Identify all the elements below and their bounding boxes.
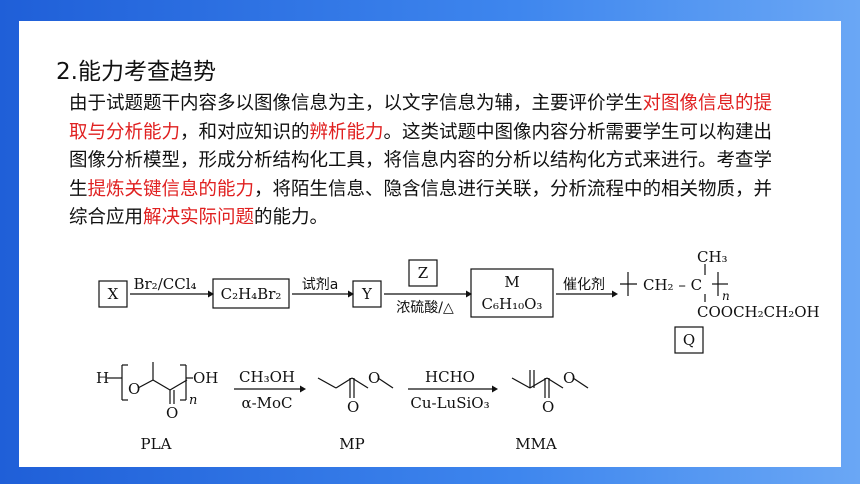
label-mp: MP [339,435,364,453]
label-z: Z [418,264,428,282]
box-q [674,326,704,354]
box-x [98,280,128,308]
label-m-formula: C₆H₁₀O₃ [482,295,543,313]
para-text-5: 的能力。 [254,207,329,228]
para-text-3: 。这类试题中图像内容分析需要学生可以构建出图像分析模型，形成分析结构化工具，将信… [69,121,773,200]
box-m [470,268,554,318]
mp-carbonyl-o: O [347,398,359,416]
mp-ester-o: O [368,369,380,387]
step1-reagent: CH₃OH [239,368,295,386]
mma-ester-o: O [563,369,575,387]
highlight-discrimination: 辨析能力 [309,121,384,143]
section-title: 2.能力考查趋势 [56,59,216,85]
pla-oh: OH [193,369,218,387]
label-y: Y [361,285,373,303]
condition-h2so4: 浓硫酸/△ [396,300,454,316]
para-text-4: ，将陌生信息、隐含信息进行关联，分析流程中的相关物质，并综合应用 [69,178,773,229]
catalyst-label: 催化剂 [563,277,605,293]
highlight-image-analysis: 对图像信息的提取与分析能力 [69,93,773,143]
label-c2h4br2: C₂H₄Br₂ [221,285,282,303]
pla-n: n [189,393,197,408]
step2-reagent: HCHO [425,368,475,386]
polymer-backbone: CH₂ – C [643,276,702,294]
step2-catalyst: Cu-LuSiO₃ [410,394,489,412]
polymer-n: n [722,289,730,303]
pla-ring-o: O [128,380,140,398]
polymer-side-chain: COOCH₂CH₂OH [697,303,820,321]
highlight-key-info: 提炼关键信息的能力 [87,178,255,200]
label-q: Q [683,331,695,349]
polymer-ch3: CH₃ [697,248,728,266]
mma-carbonyl-o: O [542,398,554,416]
label-m: M [504,273,519,291]
pla-carbonyl-o: O [166,404,178,422]
body-paragraph: 由于试题题干内容多以图像信息为主，以文字信息为辅，主要评价学生对图像信息的提取与… [69,90,789,233]
para-text-2: ，和对应知识的 [180,121,310,143]
reagent-a: 试剂a [302,277,339,293]
highlight-solve-problems: 解决实际问题 [143,207,255,228]
box-z [408,259,438,287]
label-mma: MMA [515,435,557,453]
step1-catalyst: α-MoC [241,394,292,412]
label-pla: PLA [141,435,172,453]
reagent-br2: Br₂/CCl₄ [133,275,196,293]
label-x: X [108,285,119,303]
para-text-1: 由于试题题干内容多以图像信息为主，以文字信息为辅，主要评价学生 [69,93,643,114]
pla-h: H [96,369,109,387]
slide-card [19,21,841,467]
